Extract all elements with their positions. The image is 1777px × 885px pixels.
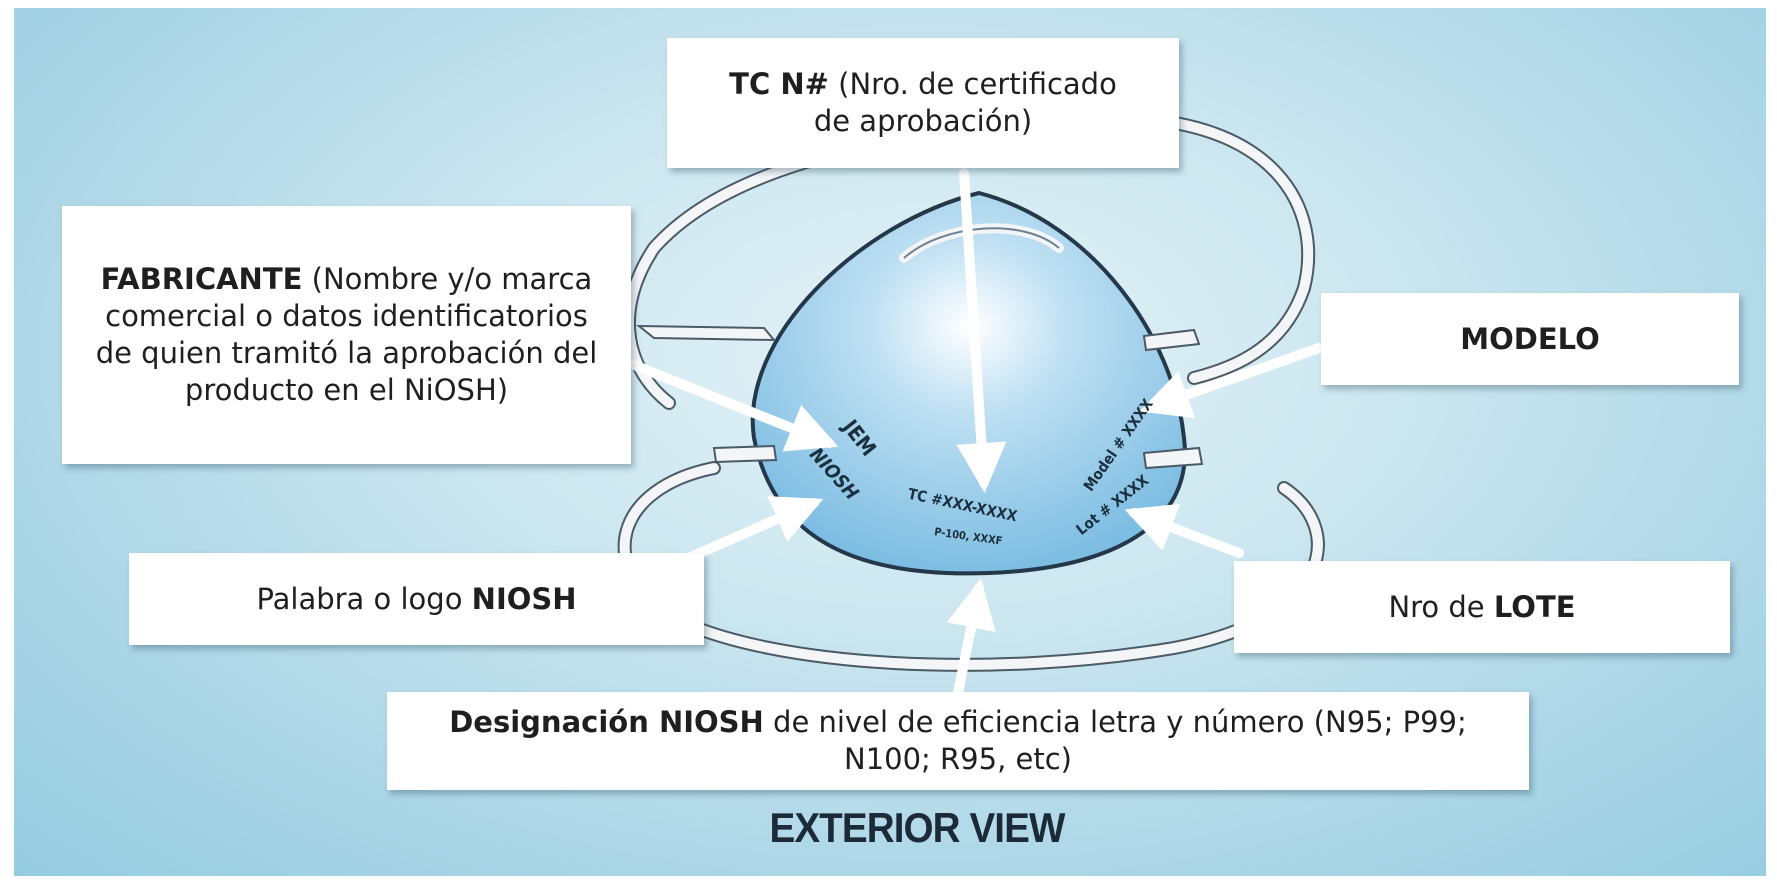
- callout-niosh-logo-text: Palabra o logo: [256, 581, 472, 616]
- respirator-illustration: [599, 110, 1325, 703]
- callout-designacion: Designación NIOSH de nivel de eficiencia…: [387, 692, 1529, 790]
- callout-fabricante-text: (Nombre y/o marca comercial o datos iden…: [95, 262, 598, 407]
- callout-modelo: MODELO: [1321, 293, 1739, 385]
- pointer-arrows: [599, 168, 1324, 703]
- callout-lote-text: Nro de: [1388, 589, 1494, 624]
- callout-modelo-bold: MODELO: [1460, 321, 1600, 356]
- callout-lote: Nro de LOTE: [1234, 561, 1730, 653]
- exterior-view-caption: EXTERIOR VIEW: [769, 804, 1065, 851]
- callout-niosh-logo: Palabra o logo NIOSH: [129, 553, 704, 645]
- callout-fabricante: FABRICANTE (Nombre y/o marca comercial o…: [62, 206, 631, 464]
- diagram-canvas: JEM NIOSH TC #XXX-XXXX P-100, XXXF Model…: [14, 8, 1766, 876]
- callout-designacion-bold: Designación NIOSH: [449, 705, 764, 740]
- callout-lote-bold: LOTE: [1493, 589, 1576, 624]
- strap-tabs: [636, 324, 1204, 470]
- callout-tc-text: (Nro. de certificado de aprobación): [813, 67, 1117, 138]
- callout-tc-number: TC N# (Nro. de certificado de aprobación…: [667, 38, 1179, 168]
- callout-tc-bold: TC N#: [729, 67, 829, 102]
- callout-niosh-logo-bold: NIOSH: [471, 581, 577, 616]
- callout-fabricante-bold: FABRICANTE: [100, 262, 303, 297]
- callout-designacion-text: de nivel de eficiencia letra y número (N…: [763, 705, 1467, 776]
